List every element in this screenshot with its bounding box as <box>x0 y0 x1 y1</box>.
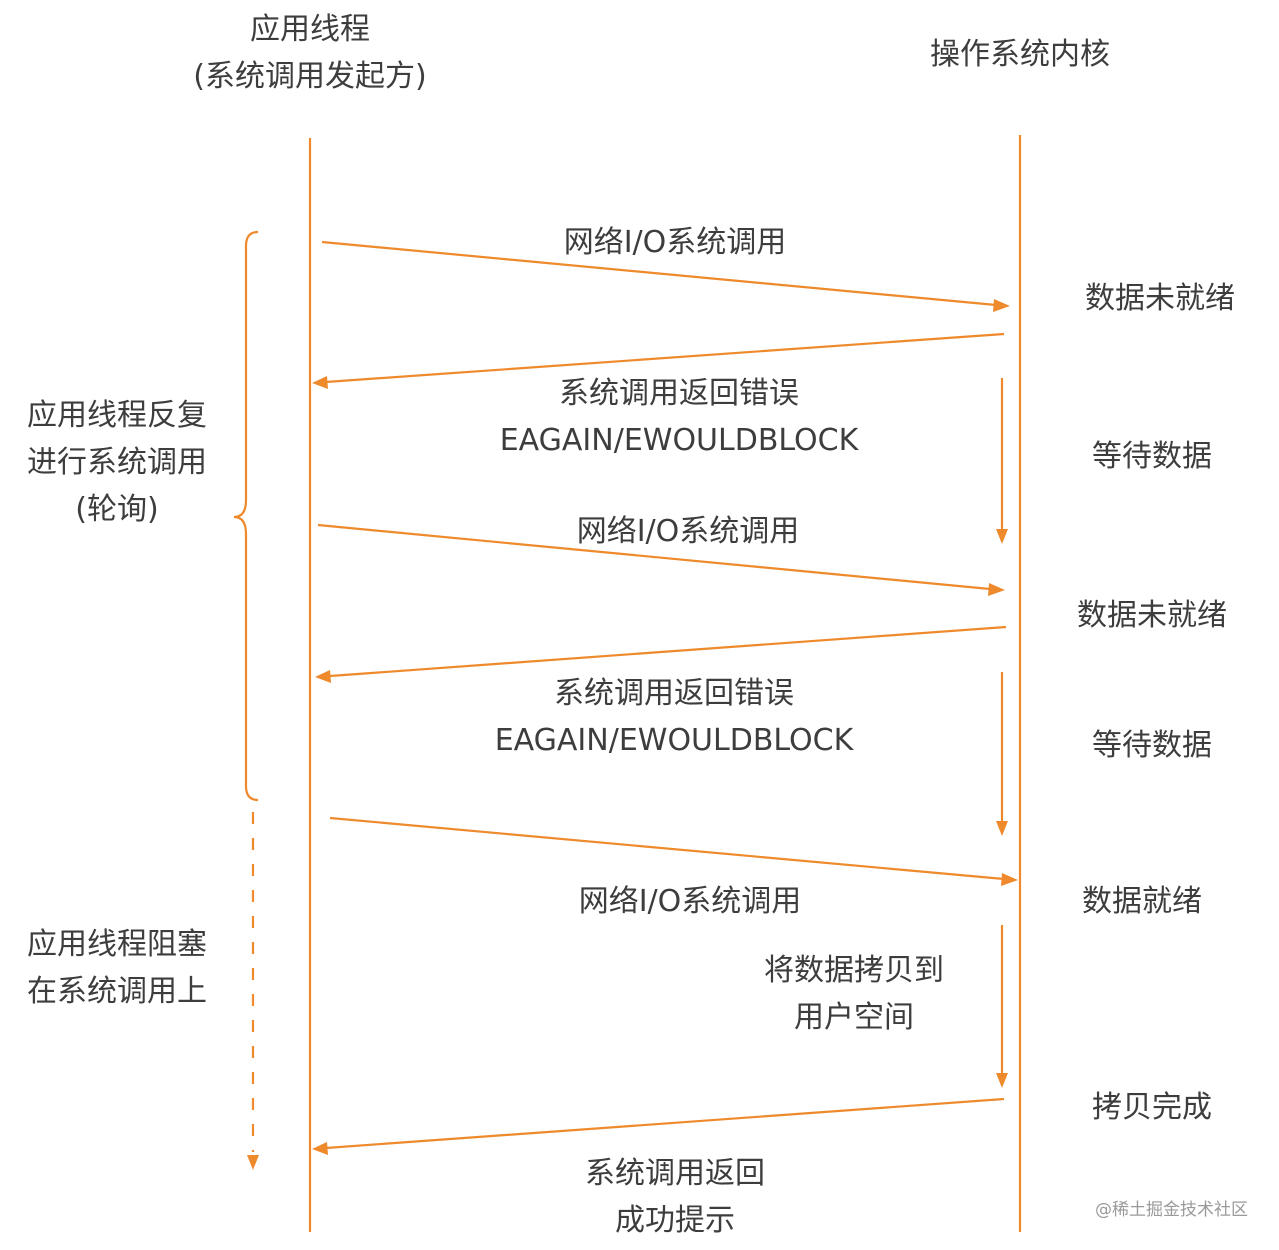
copy-label-line2: 用户空间 <box>794 1000 914 1035</box>
state-not-ready-1: 数据未就绪 <box>1085 281 1235 316</box>
success-label-line1: 系统调用返回 <box>585 1156 765 1191</box>
error-label-2-line1: 系统调用返回错误 <box>554 676 794 711</box>
syscall-label-1: 网络I/O系统调用 <box>564 225 787 260</box>
kernel-title: 操作系统内核 <box>930 37 1110 72</box>
blocked-phase-line1: 应用线程阻塞 <box>27 927 207 962</box>
watermark: @稀土掘金技术社区 <box>1095 1200 1248 1220</box>
state-not-ready-2: 数据未就绪 <box>1077 598 1227 633</box>
error-label-1-line2: EAGAIN/EWOULDBLOCK <box>500 423 860 458</box>
state-waiting-1: 等待数据 <box>1092 439 1212 474</box>
error-label-2-line2: EAGAIN/EWOULDBLOCK <box>495 723 855 758</box>
success-return-arrow <box>325 1097 1005 1150</box>
blocked-arrowhead <box>247 1155 259 1170</box>
error-return-arrowhead-1 <box>312 376 328 389</box>
app-thread-title: 应用线程 <box>250 12 370 47</box>
state-ready: 数据就绪 <box>1082 884 1202 919</box>
state-copy-done: 拷贝完成 <box>1092 1090 1212 1125</box>
syscall-arrowhead-3 <box>1001 873 1018 886</box>
waiting-arrowhead-2 <box>996 821 1008 836</box>
success-label-line2: 成功提示 <box>615 1203 735 1238</box>
syscall-arrowhead-2 <box>988 583 1005 596</box>
copy-label-line1: 将数据拷贝到 <box>764 953 944 988</box>
syscall-label-3: 网络I/O系统调用 <box>579 884 802 919</box>
syscall-arrow-3 <box>329 816 1005 881</box>
error-label-1-line1: 系统调用返回错误 <box>559 376 799 411</box>
polling-phase-line2: 进行系统调用 <box>27 445 207 480</box>
syscall-arrow-2 <box>317 523 991 591</box>
polling-phase-line1: 应用线程反复 <box>27 398 207 433</box>
syscall-label-2: 网络I/O系统调用 <box>577 514 800 549</box>
app-thread-subtitle: (系统调用发起方) <box>193 59 426 94</box>
error-return-arrow-2 <box>329 625 1007 678</box>
polling-brace <box>233 230 259 802</box>
copy-arrowhead <box>996 1073 1008 1088</box>
syscall-arrow-1 <box>321 240 997 307</box>
error-return-arrow-1 <box>325 332 1005 384</box>
polling-phase-line3: (轮询) <box>75 492 158 527</box>
syscall-arrowhead-1 <box>993 299 1010 312</box>
blocked-phase-line2: 在系统调用上 <box>27 974 207 1009</box>
success-return-arrowhead <box>312 1142 328 1155</box>
error-return-arrowhead-2 <box>315 670 331 683</box>
state-waiting-2: 等待数据 <box>1092 728 1212 763</box>
waiting-arrowhead-1 <box>996 529 1008 544</box>
